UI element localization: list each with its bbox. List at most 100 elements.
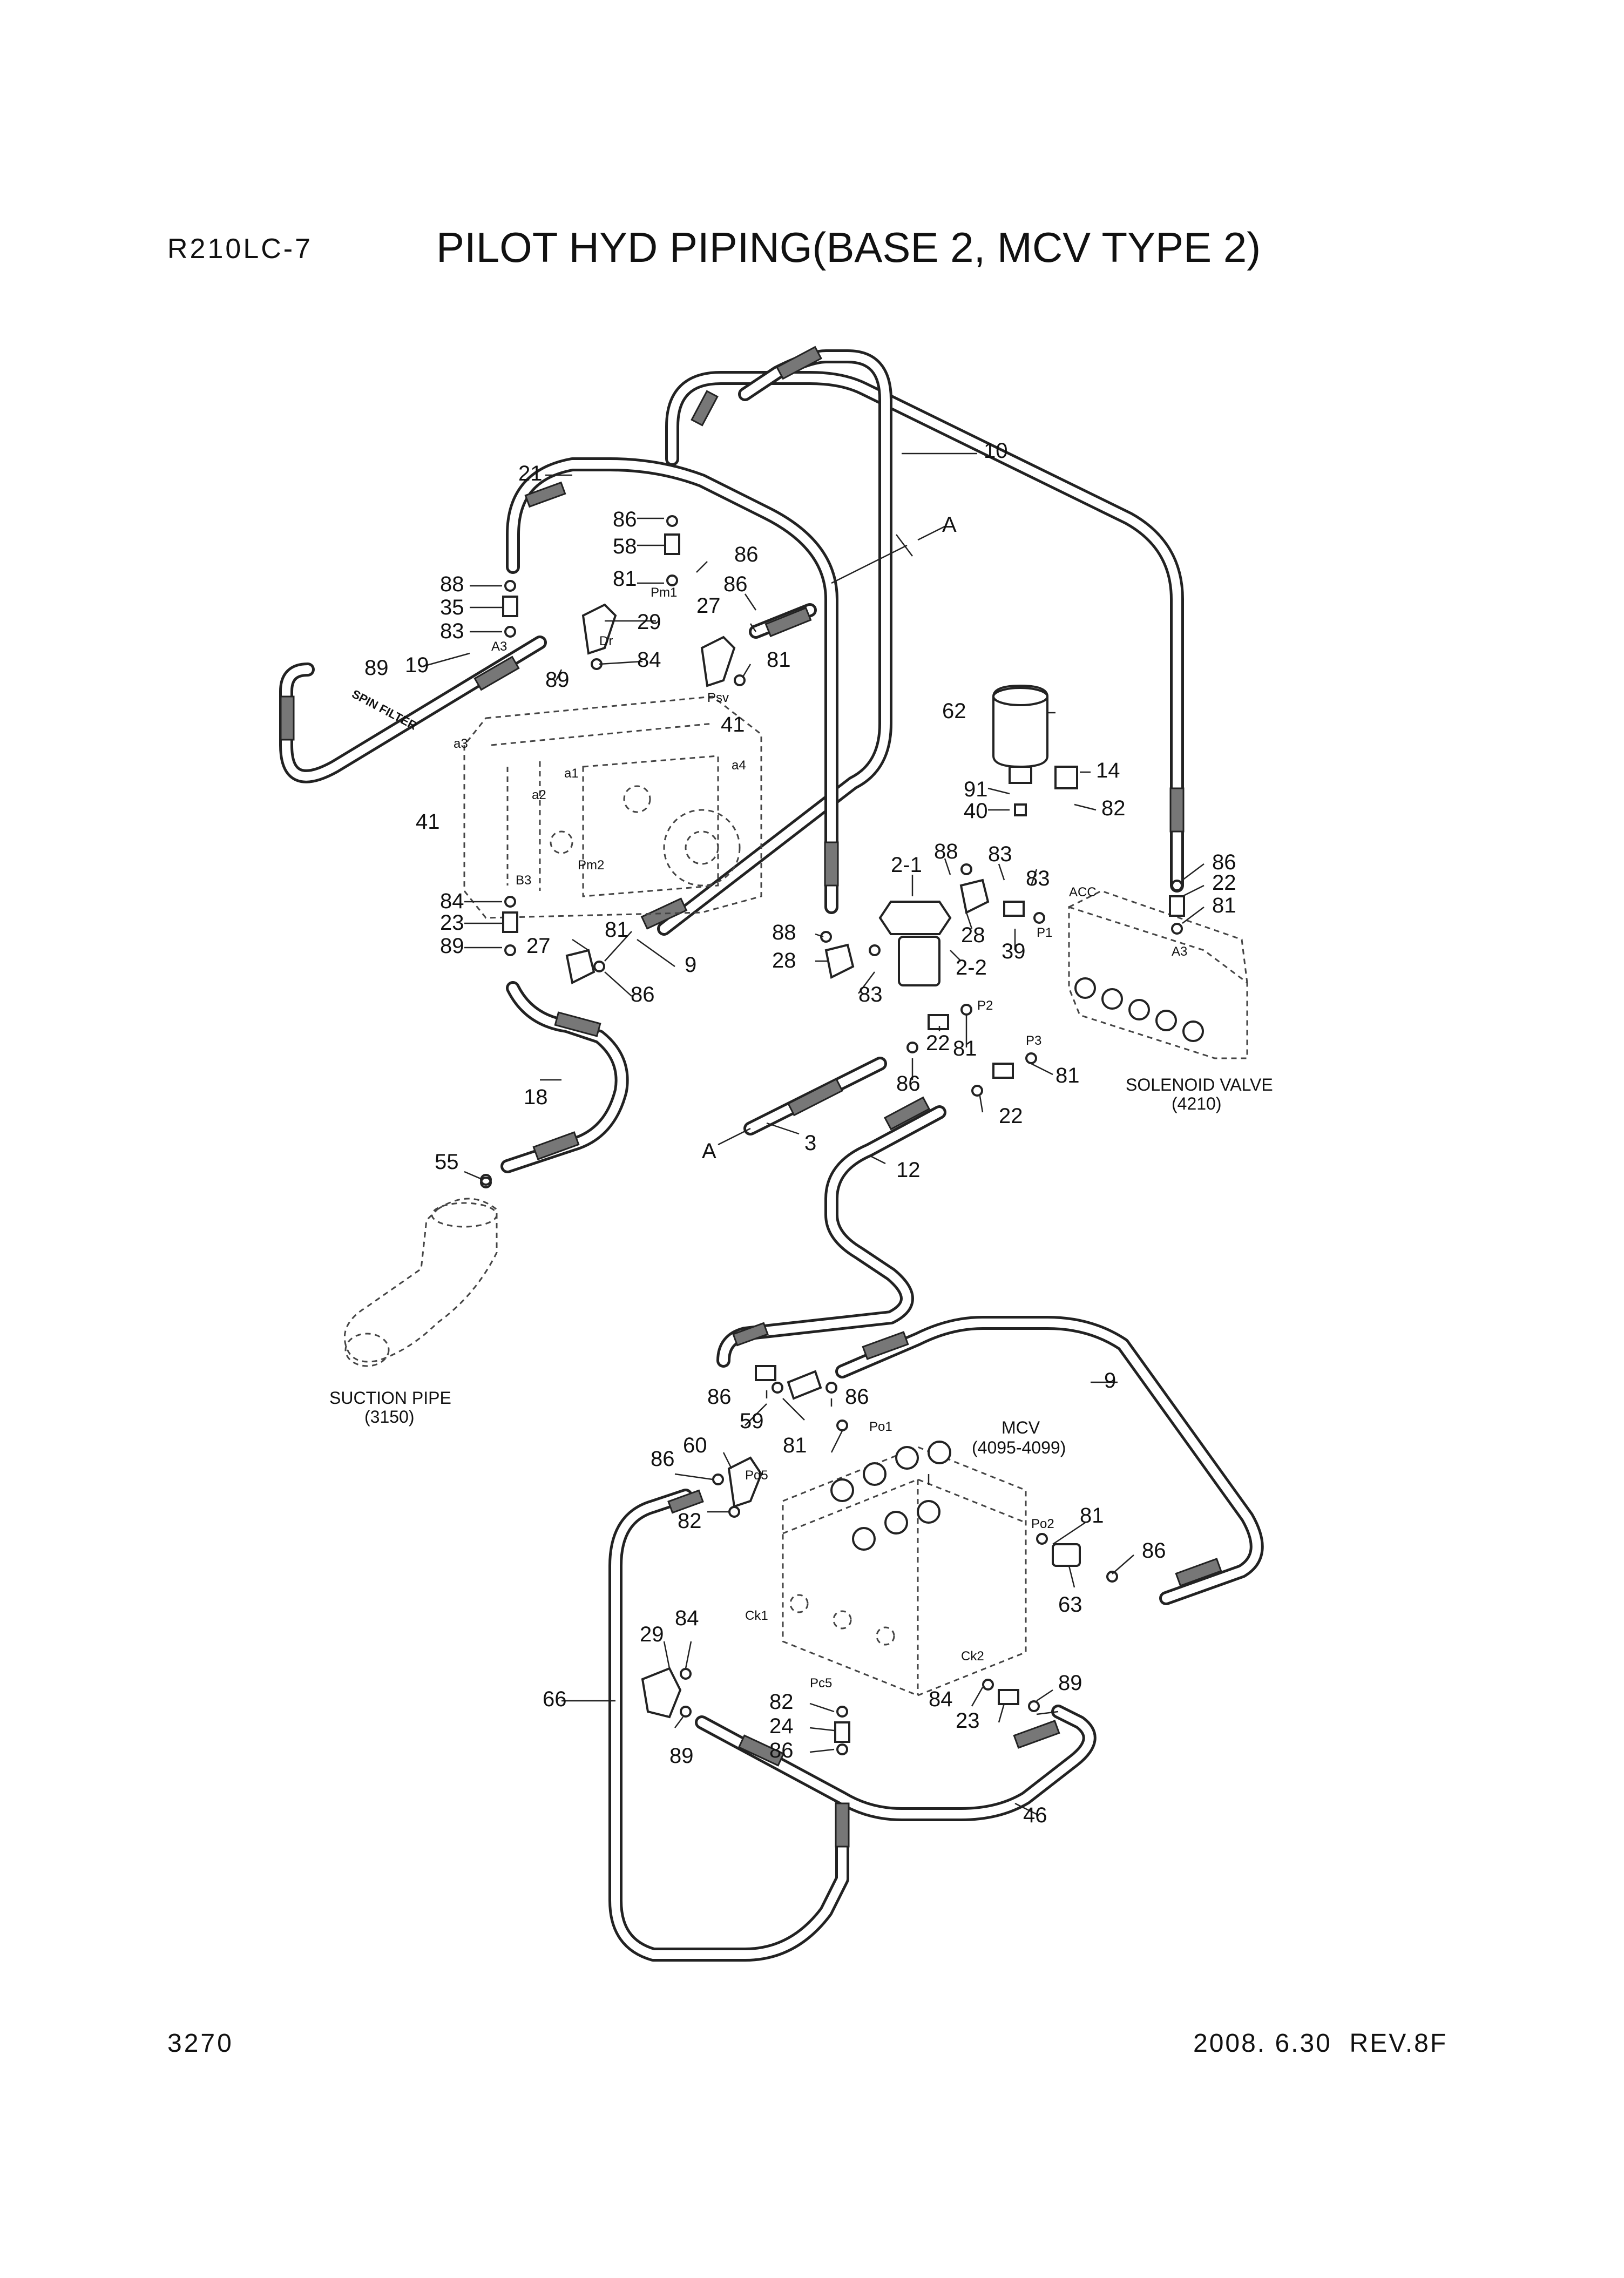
callout: 84 (929, 1687, 953, 1711)
callout: 23 (956, 1709, 980, 1733)
callout: 41 (416, 810, 440, 834)
solenoid-valve-block (1068, 890, 1248, 1059)
port-label: A3 (491, 639, 507, 654)
callout: 40 (964, 799, 988, 823)
callout: 83 (1026, 867, 1050, 890)
callout: 81 (783, 1434, 807, 1457)
suction-pipe-label: SUCTION PIPE (329, 1388, 451, 1408)
mcv-label: MCV (1002, 1418, 1040, 1437)
suction-pipe (343, 1198, 498, 1367)
callout: 66 (543, 1687, 567, 1711)
section-connector-a-bottom: A (702, 1139, 716, 1163)
callout: 59 (740, 1409, 764, 1433)
line-filter (878, 901, 952, 986)
section-break-markers (718, 525, 945, 1146)
callout: 46 (1023, 1803, 1047, 1827)
port-label: Psv (707, 691, 729, 705)
callout: 63 (1058, 1593, 1082, 1617)
callout-numbers: 10 21 86 58 86 81 88 35 83 29 27 86 84 8… (364, 439, 1236, 1827)
port-label: B3 (516, 873, 531, 888)
port-label: Ck2 (961, 1649, 984, 1664)
callout: 81 (613, 567, 637, 591)
port-label: P1 (1037, 925, 1052, 940)
callout: 60 (683, 1434, 707, 1457)
callout: 84 (675, 1606, 699, 1630)
port-label: a4 (732, 758, 746, 773)
port-label: A3 (1172, 944, 1187, 959)
callout: 91 (964, 778, 988, 801)
page-title: PILOT HYD PIPING(BASE 2, MCV TYPE 2) (436, 224, 1261, 271)
page-number: 3270 (167, 2029, 234, 2058)
callout: 86 (723, 572, 748, 596)
callout: 84 (637, 648, 661, 672)
port-label: Po1 (869, 1419, 892, 1434)
port-label: Dr (599, 634, 613, 648)
port-label: Pd5 (745, 1468, 768, 1483)
callout: 86 (734, 543, 759, 566)
callout: 89 (1058, 1671, 1082, 1695)
section-connector-a-top: A (942, 513, 957, 537)
callout: 2-1 (891, 853, 922, 877)
callout: 86 (1212, 850, 1236, 874)
callout: 86 (651, 1447, 675, 1471)
callout: 9 (1104, 1369, 1116, 1393)
callout: 89 (364, 656, 389, 680)
callout: 55 (435, 1150, 459, 1174)
port-label: P3 (1026, 1033, 1041, 1048)
callout: 81 (767, 648, 791, 672)
port-label: P2 (977, 998, 993, 1013)
callout: 58 (613, 535, 637, 558)
callout: 86 (769, 1739, 794, 1762)
callout: 21 (518, 462, 543, 485)
port-label: a1 (564, 766, 579, 781)
main-pump (463, 695, 762, 919)
callout: 9 (685, 953, 696, 977)
port-label: Pm1 (651, 585, 677, 600)
callout: 35 (440, 596, 464, 619)
mcv-ref: (4095-4099) (972, 1438, 1066, 1457)
callout: 41 (721, 713, 745, 736)
callout: 88 (440, 572, 464, 596)
model-code: R210LC-7 (167, 233, 313, 265)
callout: 28 (772, 949, 796, 972)
callout: 81 (1212, 894, 1236, 917)
callout: 84 (440, 889, 464, 913)
callout: 86 (707, 1385, 732, 1409)
port-label: a3 (454, 736, 468, 751)
callout: 81 (605, 918, 629, 942)
port-labels: A3 a3 a2 a1 a4 B3 Pm1 Dr Psv Pm2 ACC P1 … (454, 585, 1187, 1691)
callout: 82 (678, 1509, 702, 1533)
callout: 86 (845, 1385, 869, 1409)
callout: 22 (1212, 871, 1236, 895)
revision-date: 2008. 6.30 REV.8F (1193, 2029, 1447, 2058)
callout: 81 (953, 1037, 977, 1060)
callout: 10 (984, 439, 1008, 463)
solenoid-valve-label: SOLENOID VALVE (1126, 1075, 1273, 1094)
callout: 81 (1080, 1504, 1104, 1527)
port-label: a2 (532, 788, 546, 802)
callout: 14 (1096, 759, 1120, 782)
fittings (480, 515, 1185, 1755)
callout: 83 (440, 619, 464, 643)
callout: 2-2 (956, 956, 987, 979)
callout: 89 (440, 934, 464, 958)
leader-lines (421, 452, 1205, 1815)
port-label: Po2 (1031, 1517, 1054, 1531)
port-label: Pm2 (578, 858, 604, 873)
callout: 22 (926, 1031, 950, 1055)
callout: 82 (769, 1690, 794, 1714)
callout: 29 (637, 610, 661, 634)
spin-filter-62 (992, 684, 1078, 816)
callout: 27 (526, 934, 551, 958)
callout: 86 (631, 983, 655, 1006)
callout: 18 (524, 1085, 548, 1109)
callout: 83 (988, 842, 1012, 866)
callout: 62 (942, 699, 966, 723)
port-label: Ck1 (745, 1608, 768, 1623)
callout: 12 (896, 1158, 921, 1182)
port-label: ACC (1069, 885, 1097, 900)
callout: 27 (696, 594, 721, 618)
spin-filter-label: SPIN FILTER (350, 687, 419, 732)
callout: 89 (545, 668, 570, 692)
